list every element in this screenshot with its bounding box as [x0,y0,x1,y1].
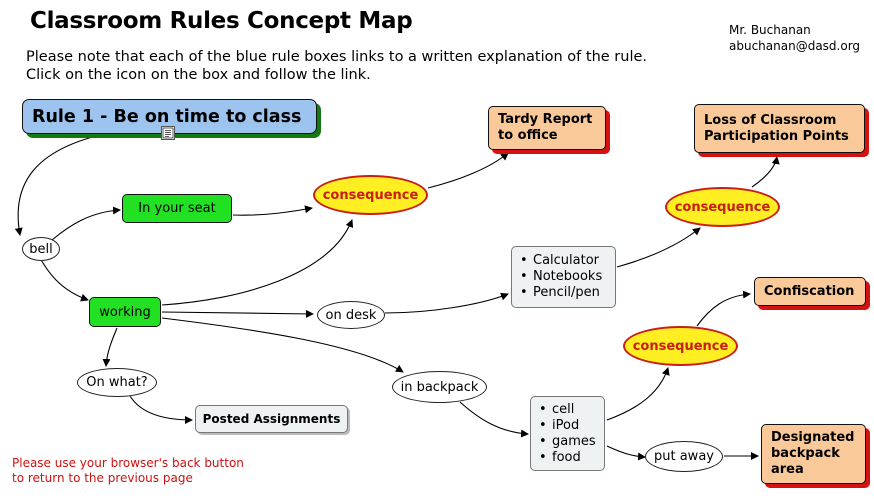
link-working-to-consequence [161,219,354,306]
link-seat-to-consequence [232,205,313,216]
on-desk-node: on desk [317,301,385,329]
tardy-report-box: Tardy Report to office [488,106,606,150]
designated-line-1: Designated [771,430,855,445]
backpack-item: games [539,434,596,450]
instructions-note: Please note that each of the blue rule b… [26,48,647,84]
loss-line-2: Participation Points [704,128,849,144]
backpack-item: food [539,450,596,466]
link-desk-to-items [384,292,509,314]
link-working-to-desk [161,309,314,318]
link-rule-to-bell [14,134,101,236]
in-backpack-label: in backpack [400,379,479,395]
desk-item: Pencil/pen [520,285,602,301]
link-consequence-to-loss [751,156,780,188]
desk-item: Calculator [520,253,602,269]
link-working-to-onwhat [102,327,118,367]
consequence-label-2: consequence [674,199,771,215]
note-line-1: Please note that each of the blue rule b… [26,49,648,65]
note-line-2: Click on the icon on the box and follow … [26,67,371,83]
rule-1-label: Rule 1 - Be on time to class [32,106,302,127]
consequence-oval-2: consequence [665,187,780,227]
in-your-seat-box: In your seat [122,194,232,223]
designated-area-box: Designated backpack area [761,424,866,484]
put-away-node: put away [645,441,723,472]
backpack-item: cell [539,402,596,418]
loss-of-points-box: Loss of Classroom Participation Points [694,104,865,153]
posted-assignments-box: Posted Assignments [195,405,348,433]
link-bpitems-to-putaway [606,445,646,461]
link-items-to-consequence [616,227,701,268]
link-bell-to-working [39,257,89,302]
link-consequence-to-confiscation [696,290,751,327]
tardy-line-1: Tardy Report [498,112,593,127]
consequence-oval-3: consequence [623,326,738,366]
back-button-note: Please use your browser's back button to… [12,456,244,486]
author-name: Mr. Buchanan [729,23,811,37]
in-your-seat-label: In your seat [138,201,216,216]
link-bell-to-seat [51,206,121,241]
in-backpack-node: in backpack [392,371,487,403]
confiscation-box: Confiscation [754,277,866,306]
bell-node: bell [22,237,60,261]
back-note-line-2: to return to the previous page [12,471,193,485]
loss-line-1: Loss of Classroom [704,112,837,128]
link-working-to-backpack [161,317,404,373]
desk-item: Notebooks [520,269,602,285]
consequence-label-1: consequence [322,187,419,203]
page-title: Classroom Rules Concept Map [30,8,413,34]
designated-line-2: backpack [771,446,840,461]
author-info: Mr. Buchanan abuchanan@dasd.org [729,22,860,54]
on-desk-label: on desk [325,307,377,323]
on-what-label: On what? [86,375,148,390]
designated-line-3: area [771,462,804,477]
link-backpack-to-items [459,401,529,438]
desk-items-list: Calculator Notebooks Pencil/pen [520,253,602,301]
back-note-line-1: Please use your browser's back button [12,456,244,470]
consequence-label-3: consequence [632,338,729,354]
bell-label: bell [29,241,53,257]
on-what-node: On what? [77,368,157,397]
confiscation-label: Confiscation [764,283,855,299]
author-email: abuchanan@dasd.org [729,39,861,53]
backpack-item: iPod [539,418,596,434]
backpack-items-box: cell iPod games food [530,396,605,471]
link-bpitems-to-consequence [606,367,670,421]
working-label: working [99,304,151,320]
document-link-icon[interactable] [161,126,175,140]
tardy-line-2: to office [498,128,558,143]
consequence-oval-1: consequence [313,175,428,215]
desk-items-box: Calculator Notebooks Pencil/pen [511,246,616,308]
link-onwhat-to-posted [129,395,193,424]
posted-assignments-label: Posted Assignments [202,412,341,426]
put-away-label: put away [654,449,714,464]
working-box: working [89,297,161,327]
link-consequence-to-tardy [427,152,509,189]
backpack-items-list: cell iPod games food [539,402,596,466]
